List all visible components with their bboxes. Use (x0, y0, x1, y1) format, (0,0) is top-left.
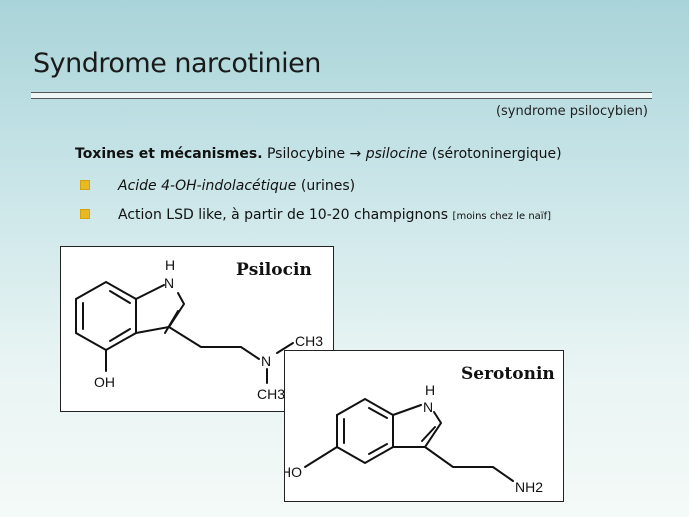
serotonin-structure-figure: H N HO NH2 Serotonin (284, 350, 564, 502)
psilocin-h-label: H (165, 257, 175, 273)
psilocin-name: Psilocin (236, 260, 312, 280)
psilocin-n-label: N (261, 353, 271, 369)
psilocin-ch3-bottom-label: CH3 (257, 386, 285, 402)
serotonin-nh-label: N (423, 399, 433, 415)
serotonin-ho-label: HO (285, 464, 302, 480)
serotonin-h-label: H (425, 382, 435, 398)
toxins-heading: Toxines et mécanismes. (75, 146, 263, 162)
psilocin-svg: H N N CH3 CH3 OH Psilocin (75, 257, 323, 402)
psilocin-structure-figure: H N N CH3 CH3 OH Psilocin (60, 246, 334, 412)
slide-subtitle: (syndrome psilocybien) (495, 104, 648, 119)
bullet-item-1: Acide 4-OH-indolacétique (urines) (80, 178, 355, 194)
bullet-1-text: (urines) (296, 178, 356, 194)
serotonin-bonds (304, 397, 514, 482)
serotonin-svg: H N HO NH2 Serotonin (285, 364, 555, 495)
arrow-icon: → (349, 146, 362, 162)
toxins-text-1: Psilocybine (262, 146, 350, 162)
bullet-square-icon (80, 180, 90, 190)
toxins-text-2: (sérotoninergique) (427, 146, 562, 162)
bullet-2-text: Action LSD like, à partir de 10-20 champ… (118, 207, 453, 223)
psilocin-oh-label: OH (94, 374, 115, 390)
serotonin-nh2-label: NH2 (515, 479, 543, 495)
slide-title: Syndrome narcotinien (33, 48, 321, 79)
psilocin-nh-label: N (164, 275, 174, 291)
psilocin-bonds (75, 280, 294, 384)
toxins-italic: psilocine (365, 146, 428, 162)
psilocin-ch3-top-label: CH3 (295, 333, 323, 349)
bullet-item-2: Action LSD like, à partir de 10-20 champ… (80, 207, 551, 223)
bullet-2-small: [moins chez le naïf] (452, 211, 552, 222)
bullet-square-icon (80, 209, 90, 219)
serotonin-name: Serotonin (461, 364, 555, 384)
bullet-1-italic: Acide 4-OH-indolacétique (118, 178, 297, 194)
toxins-line: Toxines et mécanismes. Psilocybine → psi… (75, 146, 562, 162)
title-divider (31, 92, 652, 99)
